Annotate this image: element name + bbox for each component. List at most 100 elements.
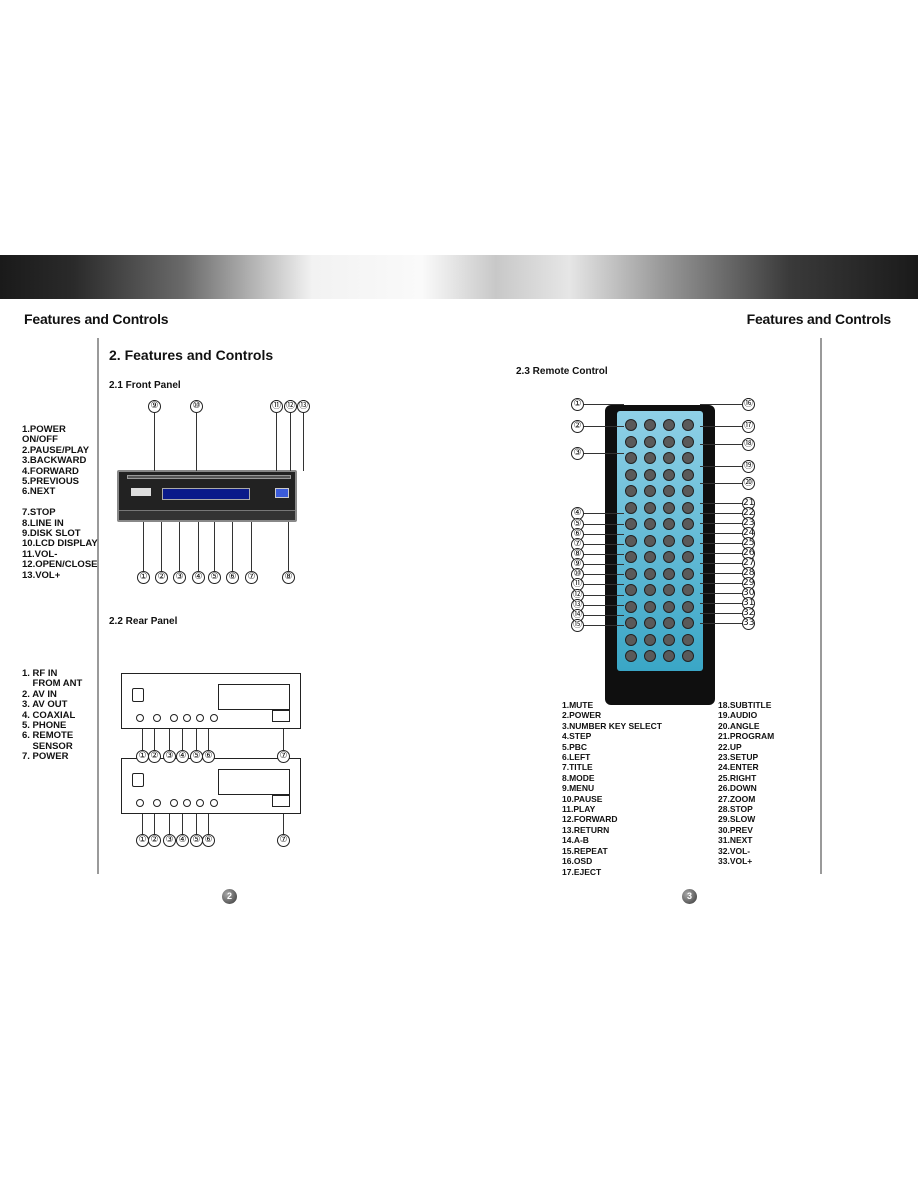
power-connector — [272, 795, 290, 807]
list-item: 5.PREVIOUS — [22, 476, 80, 488]
leader-line — [700, 603, 742, 604]
leader-line — [232, 522, 233, 571]
callout-number: ⑯ — [742, 398, 755, 411]
list-item: 4.FORWARD — [22, 465, 79, 477]
leader-line — [584, 564, 624, 565]
callout-number: ⑥ — [226, 571, 239, 584]
leader-line — [283, 729, 284, 750]
leader-line — [142, 814, 143, 834]
list-item: 14.A-B — [562, 835, 589, 846]
list-item: 28.STOP — [718, 804, 753, 815]
list-item: 9.DISK SLOT — [22, 528, 81, 540]
leader-line — [700, 583, 742, 584]
remote-button — [644, 650, 656, 662]
jack — [153, 799, 161, 807]
list-item: 12.OPEN/CLOSE — [22, 559, 98, 571]
callout-number: ⑦ — [277, 750, 290, 763]
leader-line — [584, 605, 624, 606]
leader-line — [700, 593, 742, 594]
remote-button — [663, 419, 675, 431]
leader-line — [182, 814, 183, 834]
list-item: 18.SUBTITLE — [718, 700, 772, 710]
leader-line — [283, 814, 284, 834]
remote-button — [644, 485, 656, 497]
remote-button — [663, 650, 675, 662]
list-item: 6.LEFT — [562, 752, 591, 763]
remote-button — [644, 468, 656, 481]
leader-line — [584, 544, 624, 545]
jack — [210, 799, 218, 807]
remote-control-title: 2.3 Remote Control — [516, 366, 608, 377]
remote-button — [682, 435, 694, 448]
list-item: FROM ANT — [22, 678, 83, 690]
list-item: 13.RETURN — [562, 824, 610, 835]
leader-line — [208, 814, 209, 834]
list-item: 4.STEP — [562, 731, 592, 742]
leader-line — [182, 729, 183, 750]
leader-line — [303, 413, 304, 471]
rear-panel-1 — [121, 673, 301, 729]
leader-line — [700, 466, 742, 467]
list-item: 10.PAUSE — [562, 793, 603, 804]
callout-number: ⑲ — [742, 460, 755, 473]
list-item: 1.MUTE — [562, 700, 594, 710]
callout-number: ⑦ — [245, 571, 258, 584]
remote-button — [625, 452, 637, 464]
disk-slot — [127, 475, 291, 479]
remote-button — [644, 501, 656, 514]
list-item: 30.PREV — [718, 824, 753, 835]
list-item: ON/OFF — [22, 434, 58, 446]
list-item: 2. AV IN — [22, 688, 57, 700]
list-item: 23.SETUP — [718, 752, 759, 763]
remote-button — [625, 584, 637, 596]
callout-number: ④ — [176, 750, 189, 763]
callout-number: 26 — [742, 547, 755, 560]
remote-button — [682, 419, 694, 431]
remote-button — [663, 435, 675, 448]
remote-button — [644, 617, 656, 629]
remote-button — [663, 633, 675, 646]
list-item: 10.LCD DISPLAY — [22, 538, 98, 550]
leader-line — [584, 615, 624, 616]
leader-line — [584, 524, 624, 525]
list-item: 15.REPEAT — [562, 845, 608, 856]
antenna-jack — [132, 773, 144, 787]
list-item: 8.MODE — [562, 772, 595, 783]
list-item: 24.ENTER — [718, 762, 759, 773]
callout-number: 24 — [742, 527, 755, 540]
remote-button — [625, 534, 637, 547]
leader-line — [584, 534, 624, 535]
remote-button — [644, 551, 656, 563]
remote-button — [682, 551, 694, 563]
list-item: 33.VOL+ — [718, 856, 753, 867]
leader-line — [208, 729, 209, 750]
callout-number: ⑥ — [202, 834, 215, 847]
remote-button — [625, 435, 637, 448]
callout-number: 33 — [742, 617, 755, 630]
callout-number: ⑪ — [571, 578, 584, 591]
list-item: 5.PBC — [562, 741, 588, 752]
remote-button — [625, 419, 637, 431]
remote-control-image — [605, 405, 715, 705]
list-item: 21.PROGRAM — [718, 731, 775, 742]
callout-number: ⑳ — [742, 477, 755, 490]
callout-number: ⑤ — [208, 571, 221, 584]
remote-button — [625, 600, 637, 613]
remote-button — [644, 584, 656, 596]
vol-button — [275, 488, 289, 498]
remote-button — [682, 485, 694, 497]
leader-line — [584, 595, 624, 596]
callout-number: ⑩ — [190, 400, 203, 413]
remote-button — [682, 584, 694, 596]
leader-line — [214, 522, 215, 571]
list-item: 5. PHONE — [22, 720, 67, 732]
leader-line — [169, 814, 170, 834]
leader-line — [288, 522, 289, 571]
leader-line — [290, 413, 291, 471]
power-connector — [272, 710, 290, 722]
leader-line — [700, 503, 742, 504]
brand-logo — [131, 488, 151, 496]
remote-button — [625, 485, 637, 497]
list-item: 26.DOWN — [718, 783, 757, 794]
